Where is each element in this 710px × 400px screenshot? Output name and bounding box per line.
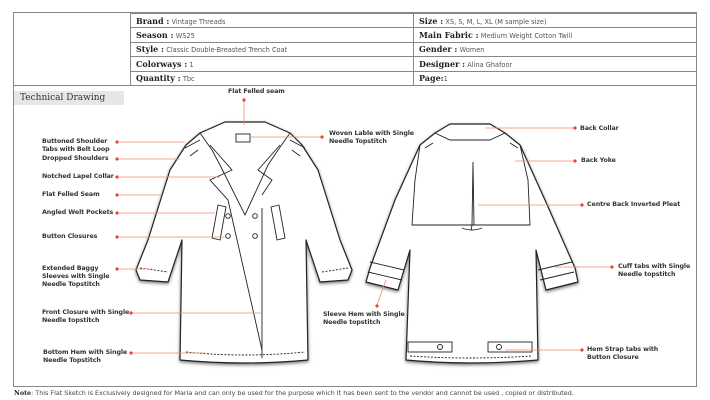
tech-pack-frame [13, 12, 697, 387]
spec-table: Brand : Vintage Threads Size : XS, S, M,… [130, 12, 697, 86]
front-coat-sketch [135, 121, 353, 364]
label-back-yoke: Back Yoke [581, 157, 616, 164]
callout-dots [115, 98, 614, 355]
page-cell: Page:1 [413, 70, 697, 86]
section-title: Technical Drawing [14, 91, 124, 105]
front-coat-details [139, 132, 349, 358]
callout-lines [117, 101, 612, 354]
footer-note: Note: This Flat Sketch is Exclusively de… [14, 389, 574, 397]
label-notched-lapel: Notched Lapel Collar [42, 173, 114, 180]
label-centre-pleat: Centre Back Inverted Pleat [587, 201, 681, 208]
label-angled-welt: Angled Welt Pockets [42, 209, 114, 216]
quantity-cell: Quantity : Tbc [130, 70, 414, 86]
label-flat-felled-seam: Flat Felled Seam [42, 191, 100, 198]
label-back-collar: Back Collar [580, 125, 619, 132]
label-dropped-shoulders: Dropped Shoulders [42, 155, 109, 162]
back-coat-sketch [365, 123, 579, 364]
label-flat-felled-seam-top: Flat Felled seam [228, 88, 285, 95]
label-button-closures: Button Closures [42, 233, 98, 240]
back-coat-details [367, 132, 575, 359]
